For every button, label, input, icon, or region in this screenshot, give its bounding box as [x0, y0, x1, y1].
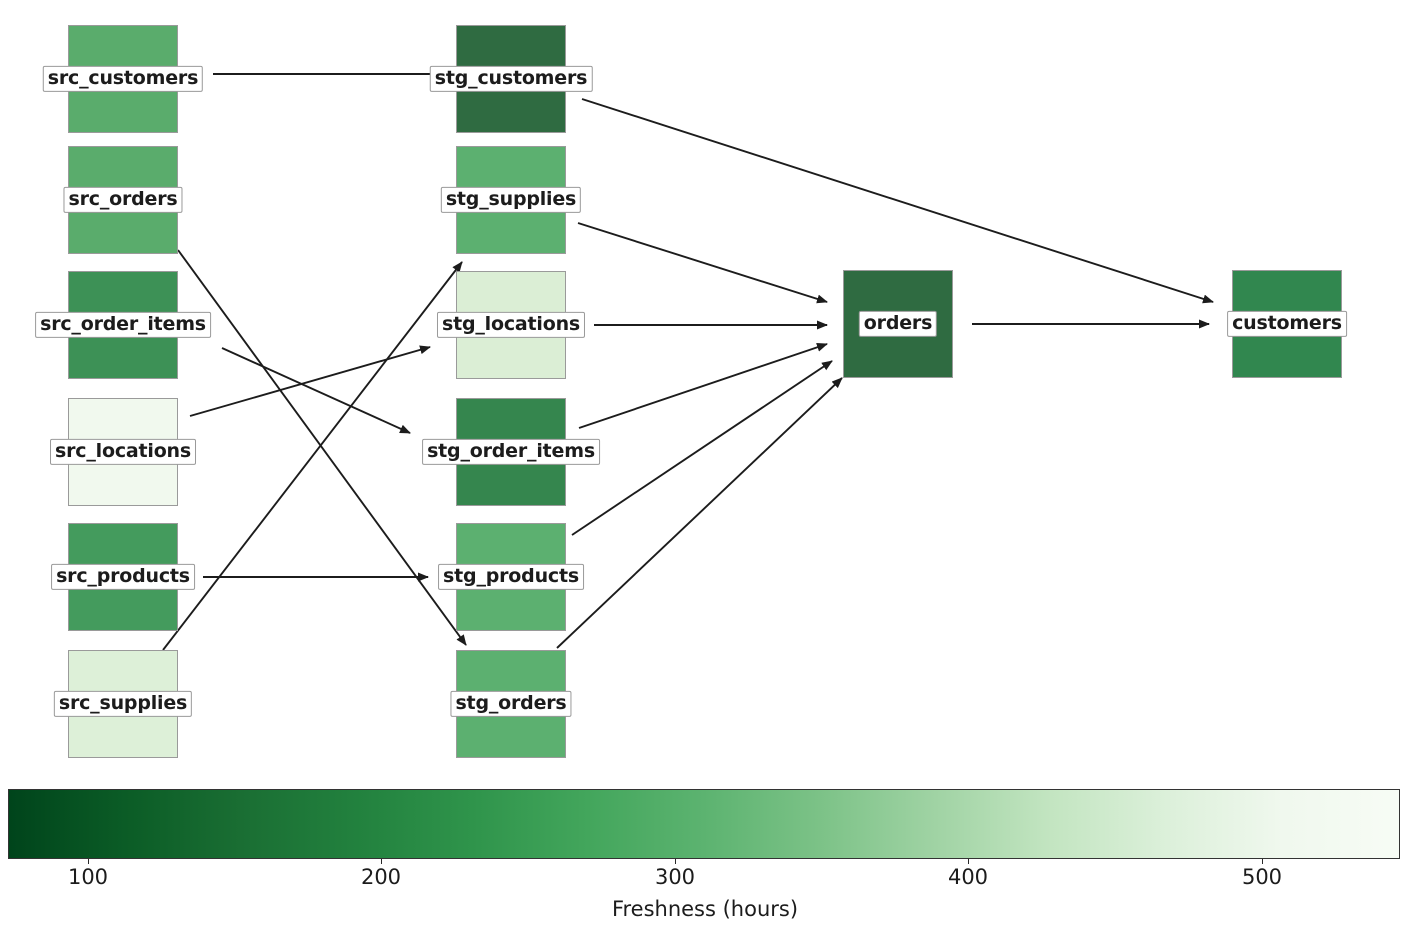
node-label-stg_supplies[interactable]: stg_supplies — [440, 186, 582, 214]
colorbar-tick-300 — [675, 859, 676, 864]
node-label-stg_products[interactable]: stg_products — [438, 563, 584, 591]
colorbar-ticks: 100 200 300 400 500 — [8, 859, 1400, 899]
colorbar-tick-label-200: 200 — [360, 865, 402, 889]
node-label-src_products[interactable]: src_products — [51, 563, 195, 591]
node-label-stg_customers[interactable]: stg_customers — [429, 65, 593, 93]
colorbar-gradient — [8, 789, 1400, 859]
node-label-src_orders[interactable]: src_orders — [63, 186, 183, 214]
colorbar-tick-label-400: 400 — [947, 865, 989, 889]
node-label-customers[interactable]: customers — [1227, 310, 1347, 338]
edge-stg_products-to-orders — [571, 360, 833, 536]
node-label-stg_order_items[interactable]: stg_order_items — [422, 438, 600, 466]
edge-stg_order_items-to-orders — [578, 342, 828, 429]
node-label-src_order_items[interactable]: src_order_items — [35, 311, 211, 339]
node-label-src_locations[interactable]: src_locations — [50, 438, 196, 466]
colorbar — [8, 789, 1400, 859]
node-label-src_customers[interactable]: src_customers — [42, 65, 204, 93]
node-label-src_supplies[interactable]: src_supplies — [53, 690, 193, 718]
edge-src_order_items-to-stg_order_items — [221, 347, 411, 434]
colorbar-axis-label: Freshness (hours) — [611, 897, 799, 921]
node-label-stg_locations[interactable]: stg_locations — [436, 311, 586, 339]
colorbar-tick-500 — [1262, 859, 1263, 864]
colorbar-tick-200 — [381, 859, 382, 864]
colorbar-tick-label-500: 500 — [1241, 865, 1283, 889]
colorbar-tick-label-100: 100 — [67, 865, 109, 889]
edge-src_locations-to-stg_locations — [189, 345, 431, 417]
node-label-stg_orders[interactable]: stg_orders — [450, 690, 572, 718]
edge-stg_orders-to-orders — [556, 377, 843, 649]
colorbar-tick-400 — [968, 859, 969, 864]
colorbar-tick-label-300: 300 — [654, 865, 696, 889]
edge-stg_supplies-to-orders — [577, 222, 828, 304]
colorbar-tick-100 — [88, 859, 89, 864]
node-label-orders[interactable]: orders — [858, 310, 938, 338]
